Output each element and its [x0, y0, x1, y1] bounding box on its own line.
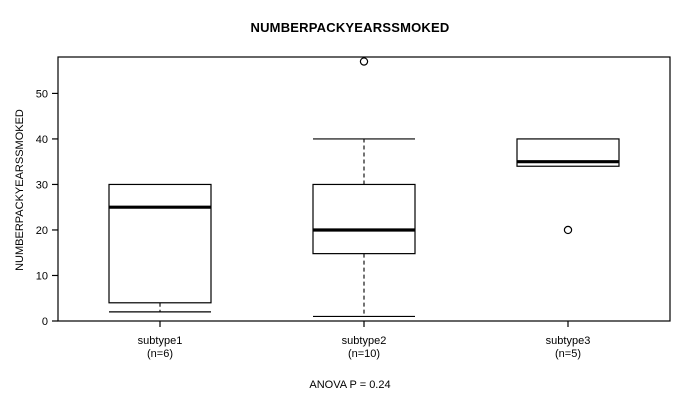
y-axis-tick-label: 50 [36, 88, 48, 100]
x-axis-tick-label: subtype3 [546, 335, 591, 347]
y-axis-tick-label: 40 [36, 134, 48, 146]
box-rect[interactable] [312, 183, 416, 255]
x-axis-tick-count-label: (n=5) [555, 348, 581, 360]
box-group [108, 183, 212, 313]
x-axis-tick-label: subtype2 [342, 335, 387, 347]
y-axis-tick-label: 0 [42, 316, 48, 328]
chart-title: NUMBERPACKYEARSSMOKED [250, 20, 450, 35]
anova-annotation: ANOVA P = 0.24 [309, 379, 391, 391]
y-axis-tick-label: 20 [36, 225, 48, 237]
outlier-point[interactable] [359, 57, 369, 66]
box-group [312, 57, 416, 318]
x-axis-tick-count-label: (n=6) [147, 348, 173, 360]
x-axis-tick-label: subtype1 [138, 335, 183, 347]
box-rect[interactable] [108, 183, 212, 304]
y-axis-tick-label: 30 [36, 179, 48, 191]
x-axis-tick-count-label: (n=10) [348, 348, 380, 360]
outlier-point[interactable] [563, 225, 573, 235]
y-axis-tick-label: 10 [36, 270, 48, 282]
box-group [516, 138, 620, 235]
